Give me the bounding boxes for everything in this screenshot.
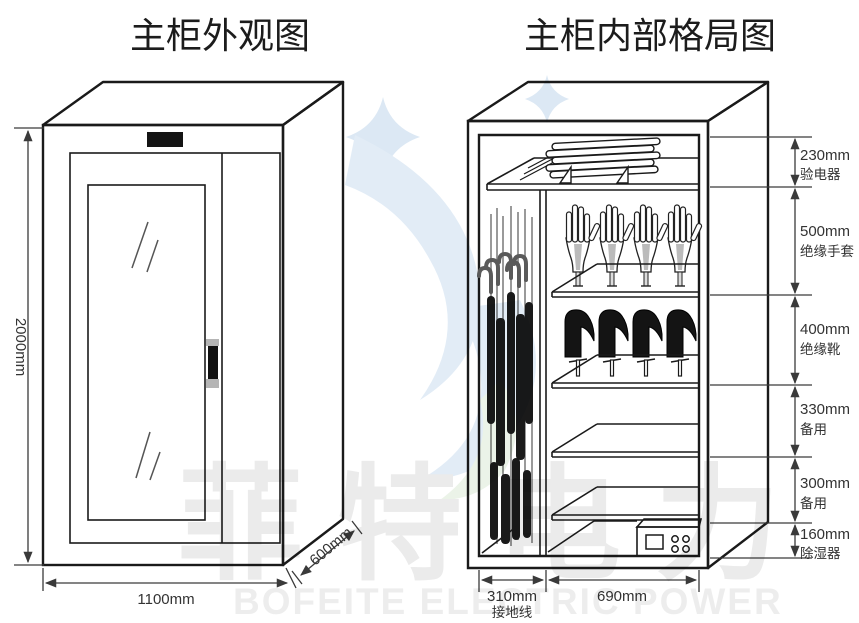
glove: [565, 204, 601, 287]
section-size-0: 230mm: [800, 147, 850, 164]
cabinet-top-face: [41, 80, 345, 127]
door-frame: [69, 152, 281, 544]
insulating-boots: [564, 309, 697, 358]
bottom-left-label: 接地线: [492, 604, 533, 620]
logo-swoosh-upper: [345, 135, 481, 400]
interior-section-dimensions: 230mm 验电器 500mm 绝缘手套 400mm 绝缘靴 330mm 备用 …: [710, 136, 854, 561]
bottom-right-size: 690mm: [597, 588, 647, 605]
interior-bottom-dimensions: 310mm 接地线 690mm: [478, 570, 700, 620]
interior-top-face: [466, 80, 770, 123]
logo-leaf-green: [440, 380, 517, 500]
floor-line-left: [481, 526, 517, 554]
door-window: [87, 184, 206, 521]
glove: [599, 204, 635, 287]
height-dimension-label: 2000mm: [12, 318, 29, 376]
section-size-1: 500mm: [800, 223, 850, 240]
bottom-left-size: 310mm: [487, 588, 537, 605]
watermark-cjk-text: 菲特电力: [178, 456, 814, 595]
insulating-gloves: [565, 204, 703, 287]
exterior-view-title: 主柜外观图: [130, 16, 310, 56]
section-label-4: 备用: [800, 495, 827, 511]
glass-shine-lines: [131, 221, 161, 481]
section-size-5: 160mm: [800, 526, 850, 543]
section-label-1: 绝缘手套: [800, 244, 854, 259]
voltage-detector-shelf: [486, 137, 699, 191]
floor-line-right: [547, 520, 595, 553]
interior-view-title: 主柜内部格局图: [524, 16, 776, 56]
wire-hooks: [477, 251, 528, 294]
section-label-5: 除湿器: [800, 546, 841, 561]
sparkle-icon: [525, 75, 569, 123]
spare-shelf-1: [551, 423, 699, 458]
exterior-cabinet: [41, 80, 345, 567]
indicator-panel: [147, 132, 183, 147]
cabinet-front-face: [41, 123, 285, 567]
dehumidifier: [635, 518, 703, 557]
section-label-2: 绝缘靴: [800, 342, 841, 357]
dehumidifier-buttons: [671, 535, 690, 553]
section-size-3: 330mm: [800, 401, 850, 418]
glove: [633, 204, 669, 287]
boot-pegs: [568, 358, 690, 377]
dehumidifier-screen: [645, 534, 664, 550]
spare-shelf-2: [551, 486, 699, 521]
watermark-layer: 菲特电力 BOFEITE ELECTRIC POWER: [178, 75, 814, 622]
width-dimension-label: 1100mm: [137, 591, 194, 608]
handle-plate-top: [206, 339, 219, 346]
door-handle: [208, 346, 218, 379]
section-label-0: 验电器: [800, 167, 841, 182]
sparkle-icon: [346, 97, 420, 177]
watermark-latin-text: BOFEITE ELECTRIC POWER: [233, 581, 783, 622]
handle-plate-bottom: [206, 379, 219, 388]
section-size-4: 300mm: [800, 475, 850, 492]
voltage-detectors: [545, 137, 661, 184]
glove: [667, 204, 703, 287]
extension-lines: [710, 136, 812, 559]
section-size-2: 400mm: [800, 321, 850, 338]
glove-shelf: [551, 263, 699, 298]
section-label-3: 备用: [800, 421, 827, 437]
boot-shelf: [551, 354, 699, 389]
